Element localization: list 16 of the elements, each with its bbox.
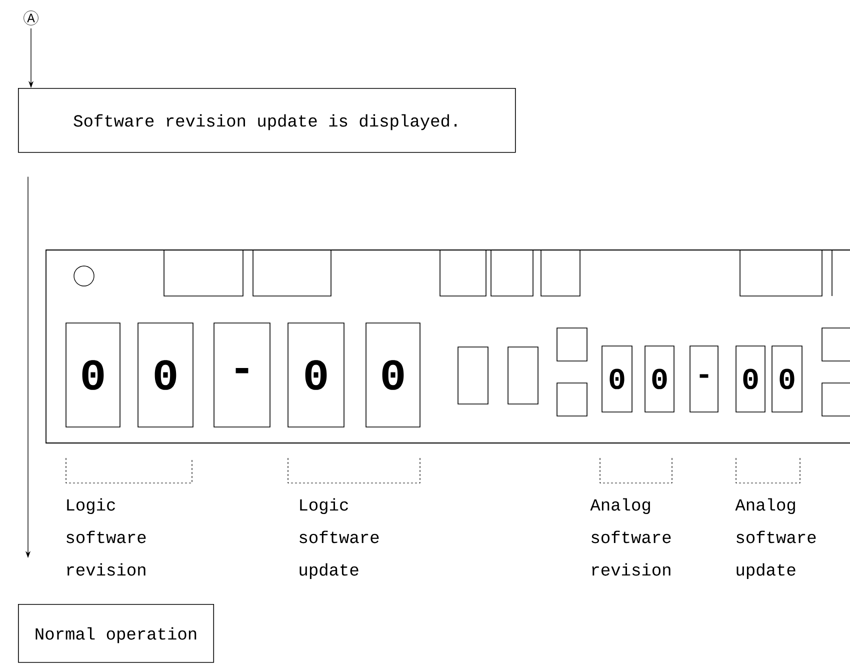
display-digit: 0 — [772, 346, 802, 412]
caption-text: Analog software revision — [590, 498, 671, 576]
display-digit: 0 — [736, 346, 766, 412]
display-digit: - — [690, 346, 718, 412]
caption-text: Logic software revision — [66, 498, 146, 576]
display-digit: 0 — [138, 322, 194, 428]
display-digit: 0 — [602, 346, 632, 412]
display-digit: 0 — [288, 322, 344, 428]
display-digit: - — [214, 322, 270, 428]
display-digit: 0 — [66, 322, 120, 428]
caption-text: Logic software update — [300, 498, 379, 580]
display-digit: 0 — [644, 346, 674, 412]
display-digit: 0 — [366, 322, 420, 428]
caption-text: Analog software update — [735, 498, 816, 580]
process-box: Normal operation — [18, 604, 214, 663]
process-box: Software revision update is displayed. — [18, 88, 516, 153]
